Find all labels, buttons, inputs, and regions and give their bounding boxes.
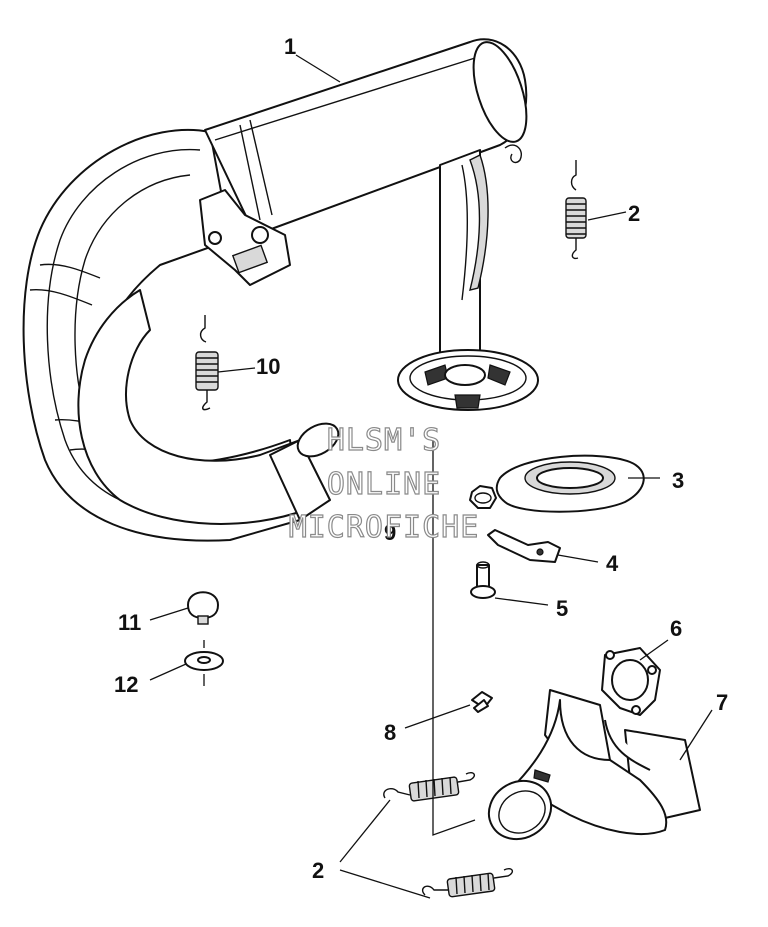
- callout-11: 11: [118, 610, 141, 635]
- callout-10: 10: [256, 354, 280, 379]
- fitting: [471, 691, 493, 713]
- watermark-line-2: ONLINE: [327, 467, 441, 502]
- muffler-assembly: [22, 38, 539, 542]
- spring-10: [195, 315, 219, 411]
- assembly-line: [432, 440, 476, 836]
- callout-labels: 1 2 3 4 5 6 7 8 9 10 11 12 2: [114, 34, 728, 883]
- callout-3: 3: [672, 468, 684, 493]
- watermark-line-1: HLSM'S: [327, 423, 441, 458]
- nut: [469, 485, 497, 509]
- watermark-line-3: MICROFICHE: [289, 510, 480, 545]
- callout-5: 5: [556, 596, 568, 621]
- exhaust-manifold: [487, 689, 701, 841]
- seal-grommet: [495, 454, 645, 513]
- bracket-tab: [487, 529, 561, 563]
- callout-1: 1: [284, 34, 296, 59]
- callout-2-upper: 2: [628, 201, 640, 226]
- spring-upper: [565, 160, 587, 260]
- spring-lower-2: [421, 867, 514, 898]
- callout-7: 7: [716, 690, 728, 715]
- cap: [187, 591, 219, 625]
- spring-lower-1: [383, 771, 476, 802]
- callout-4: 4: [606, 551, 619, 576]
- callout-2-lower: 2: [312, 858, 324, 883]
- callout-8: 8: [384, 720, 396, 745]
- washer: [184, 640, 224, 686]
- gasket: [601, 647, 661, 716]
- watermark: HLSM'S ONLINE MICROFICHE: [288, 422, 480, 545]
- callout-9: 9: [384, 520, 396, 545]
- leader-lines: [149, 54, 713, 899]
- callout-12: 12: [114, 672, 138, 697]
- callout-6: 6: [670, 616, 682, 641]
- bolt: [470, 561, 496, 599]
